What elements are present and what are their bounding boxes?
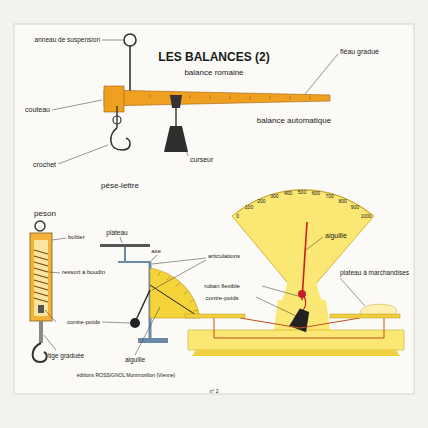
dial-number: 100	[245, 205, 253, 211]
part-label: fléau gradué	[340, 48, 379, 56]
dial-number: 1000	[361, 214, 372, 220]
scale-name: balance romaine	[184, 69, 243, 78]
dial-number: 900	[351, 205, 359, 211]
steelyard	[52, 34, 338, 164]
spring-balance	[30, 221, 66, 362]
part-label: anneau de suspension	[35, 36, 100, 43]
dial-number: 200	[257, 199, 265, 205]
part-label: articulations	[208, 253, 240, 260]
publisher-note: n° 2	[210, 389, 219, 395]
scale-name: peson	[34, 210, 56, 219]
part-label: plateau	[106, 229, 127, 236]
publisher-note: éditions ROSSIGNOL Montmorillon (Vienne)	[77, 373, 175, 379]
part-label: ressort à boudin	[62, 269, 105, 276]
dial-number: 300	[270, 194, 278, 200]
dial-number: 800	[339, 199, 347, 205]
part-label: boîtier	[68, 234, 85, 241]
dial-number: 700	[325, 194, 333, 200]
poster-title: LES BALANCES (2)	[158, 51, 269, 64]
scale-name: pèse-lettre	[101, 182, 139, 191]
part-label: ruban flexible	[204, 283, 240, 290]
dial-number: 600	[312, 191, 320, 197]
part-label: contre-poids	[205, 295, 238, 302]
part-label: aiguille	[325, 232, 347, 240]
part-label: axe	[151, 248, 161, 255]
part-label: aiguille	[125, 356, 145, 363]
scale-name: balance automatique	[257, 117, 331, 126]
part-label: tige graduée	[48, 352, 84, 359]
dial-number: 500	[298, 190, 306, 196]
part-label: plateau à marchandises	[340, 269, 409, 276]
part-label: crochet	[33, 161, 56, 169]
dial-number: 0	[236, 214, 239, 220]
part-label: contre-poids	[67, 319, 100, 326]
part-label: couteau	[25, 106, 50, 114]
part-label: curseur	[190, 156, 213, 164]
dial-number: 400	[284, 191, 292, 197]
poster-ground	[14, 24, 414, 394]
